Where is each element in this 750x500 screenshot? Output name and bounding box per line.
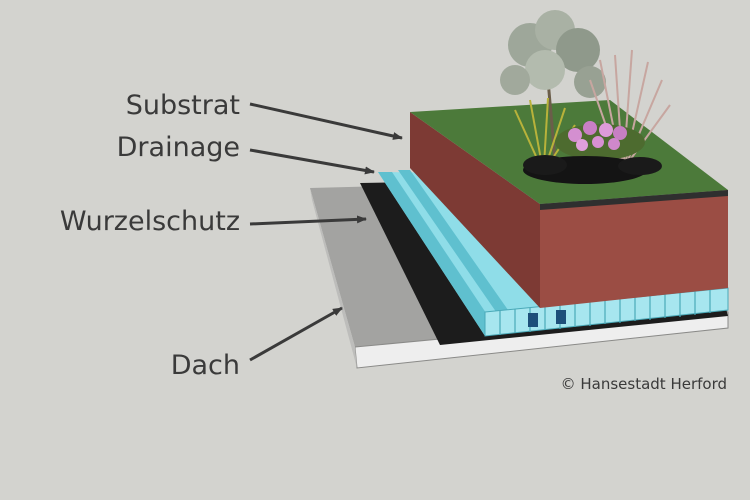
- copyright-notice: © Hansestadt Herford: [561, 375, 727, 393]
- arrow-wurzelschutz: [249, 215, 367, 226]
- pointer-arrows: [249, 102, 403, 362]
- label-substrat: Substrat: [126, 90, 240, 121]
- plant-dark-shrub: [523, 155, 662, 184]
- arrow-substrat: [249, 102, 403, 140]
- arrow-drainage: [249, 148, 375, 175]
- plant-olive-tree: [500, 10, 606, 161]
- label-drainage: Drainage: [117, 132, 240, 163]
- plant-pink-flowers: [555, 121, 645, 160]
- drainage-cells: [499, 290, 711, 335]
- label-wurzelschutz: Wurzelschutz: [60, 206, 240, 237]
- arrow-dach: [249, 306, 343, 362]
- label-dach: Dach: [171, 350, 240, 381]
